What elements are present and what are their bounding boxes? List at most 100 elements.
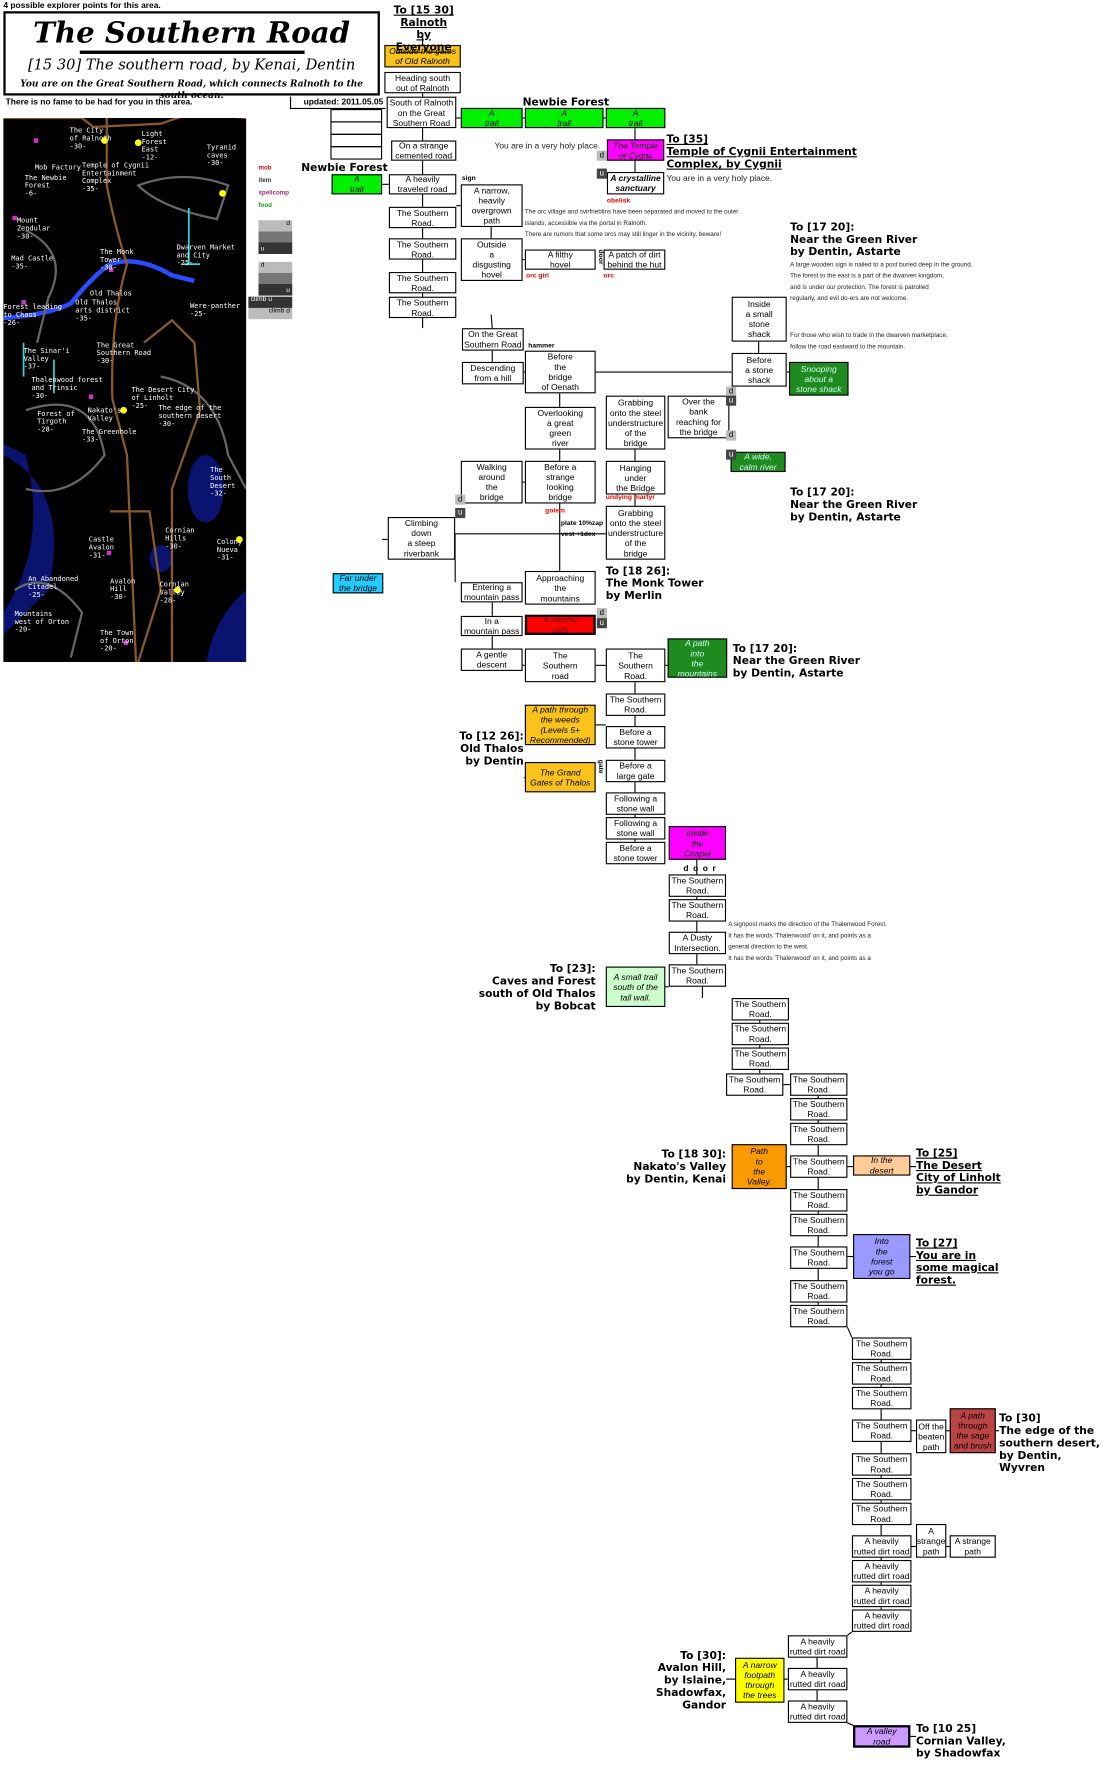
map-room[interactable]: The Southern Road. [851,1362,912,1385]
map-room[interactable]: A heavily rutted dirt road [851,1584,912,1608]
map-label[interactable]: Mad Castle -35- [11,255,54,271]
map-room[interactable]: A strange path [915,1524,947,1558]
map-label[interactable]: Avalon Hill -30- [110,577,136,602]
map-room[interactable]: Following a stone wall [605,792,666,815]
exit-link[interactable]: To [27] You are in some magical forest. [915,1237,999,1287]
map-room[interactable]: A filthy hovel [524,249,596,270]
map-label[interactable]: The Town of Orton -20- [100,629,134,653]
map-label[interactable]: Dwarven Market and City -25- [176,243,236,268]
map-room[interactable]: The Southern Road. [790,1098,848,1121]
map-room[interactable]: The Southern Road. [790,1280,848,1303]
map-label[interactable]: Tyranid caves -30- [206,143,237,168]
map-room[interactable]: The Southern Road. [668,874,727,897]
down-exit-marker[interactable]: d [596,608,607,619]
map-room[interactable]: Walking around the bridge [460,460,523,504]
map-room[interactable]: The Southern Road. [851,1337,912,1360]
down-exit-marker[interactable]: d [726,386,737,397]
map-label[interactable]: Mountains west of Orton -20- [14,610,70,634]
exit-link[interactable]: To [25] The Desert City of Linholt by Ga… [915,1147,1001,1197]
exit-link[interactable]: To [17 20]: Near the Green River by Dent… [790,221,918,259]
map-room[interactable]: Before a large gate [605,759,666,783]
up-exit-marker[interactable]: u [455,508,466,519]
map-room[interactable]: Grabbing onto the steel understructure o… [605,505,666,560]
map-room[interactable]: Descending from a hill [461,361,524,385]
map-label[interactable]: The Great Southern Road -30- [96,341,152,366]
exit-link[interactable]: To [17 20]: Near the Green River by Dent… [790,486,918,524]
map-room[interactable]: The Southern Road. [388,296,457,319]
map-room[interactable]: The Southern Road. [790,1246,848,1269]
map-room[interactable]: A gentle descent [460,648,523,671]
map-room[interactable]: The Southern Road. [851,1419,912,1442]
map-room[interactable]: A valley road [853,1725,911,1748]
map-room[interactable]: The Southern Road. [668,899,727,922]
map-label[interactable]: Forest of Tirgoth -28- [37,410,75,434]
map-label[interactable]: The edge of the southern desert -30- [158,404,222,429]
map-room[interactable]: The Southern Road. [726,1073,784,1096]
map-room[interactable]: A heavily rutted dirt road [787,1700,848,1723]
map-room[interactable]: Hanging under the Bridge [605,460,666,495]
map-label[interactable]: Old Thalos [89,289,132,298]
exit-link[interactable]: To [18 30]: Nakato's Valley by Dentin, K… [626,1148,727,1186]
map-room[interactable]: Climbing down a steep riverbank [387,516,456,560]
up-exit-marker[interactable]: u [596,618,607,629]
map-room[interactable]: Outside a disgusting hovel [460,238,523,281]
map-room[interactable]: A trail [605,107,666,129]
map-label[interactable]: Were-panther -25- [189,302,241,319]
map-room[interactable]: A path into the mountains [667,638,728,678]
map-room[interactable]: The Southern road [524,648,596,683]
map-room[interactable]: Outside the gates of Old Ralnoth [384,44,461,68]
map-room[interactable]: Before a stone tower [605,726,666,749]
map-room[interactable]: Before a stone tower [605,841,666,865]
map-label[interactable]: The Desert City of Linholt -25- [131,386,195,411]
map-room[interactable]: A heavily rutted dirt road [851,1559,912,1583]
map-room[interactable]: The Southern Road. [851,1477,912,1501]
map-room[interactable]: Before a strange looking bridge [524,460,596,504]
exit-link[interactable]: To [30] The edge of the southern desert,… [999,1412,1100,1475]
map-room[interactable]: A trail [524,107,604,129]
map-room[interactable]: The Southern Road. [605,648,666,683]
map-room[interactable]: On the Great Southern Road [461,328,524,351]
map-room[interactable]: Over the bank reaching for the bridge [667,395,730,439]
map-room[interactable]: A path through the sage and brush [949,1408,996,1454]
map-label[interactable]: The South Desert -32- [210,466,236,498]
map-label[interactable]: Thalenwood forest and Trinsic -30- [31,376,103,401]
map-room[interactable]: The Southern Road. [790,1122,848,1146]
map-room[interactable]: A small trail south of the tall wall. [605,966,666,1008]
map-room[interactable]: A patch of dirt behind the hut [603,249,666,270]
map-label[interactable]: Old Thalos arts district -35- [75,298,130,323]
map-label[interactable]: Cornian Valley -28- [159,581,189,605]
map-room[interactable]: Inside a small stone shack [731,296,787,342]
map-room[interactable]: In a mountain pass [460,615,523,637]
map-label[interactable]: The Greenhole -33- [82,428,137,444]
map-room[interactable]: The Southern Road. [388,271,457,294]
map-room[interactable]: The Southern Road. [790,1155,848,1178]
map-room[interactable]: Approaching the mountains [524,570,596,605]
map-label[interactable]: Temple of Cygnii Entertainment Complex -… [82,161,150,194]
map-room[interactable]: Following a stone wall [605,817,666,840]
down-exit-marker[interactable]: d [596,150,607,161]
map-label[interactable]: Cornian Hills -30- [165,527,195,551]
down-exit-marker[interactable]: d [726,430,737,441]
map-room[interactable]: Entering a mountain pass [460,582,523,603]
map-room[interactable]: A trail [460,107,523,129]
map-room[interactable]: The Grand Gates of Thalos [524,762,596,793]
map-room[interactable]: A heavily rutted dirt road [851,1535,912,1558]
map-room[interactable]: Before the bridge of Oenath [524,350,596,394]
exit-link[interactable]: To [10 25] Cornian Valley, by Shadowfax [915,1722,1006,1761]
map-label[interactable]: Forest leading to Chaos -26- [3,303,62,328]
map-room[interactable]: The Southern Road. [790,1213,848,1237]
map-room[interactable]: Off the beaten path [915,1419,947,1454]
up-exit-marker[interactable]: u [596,168,607,179]
exit-link[interactable]: To [12 26]: Old Thalos by Dentin [459,730,524,768]
map-room[interactable]: The Southern Road. [668,964,727,987]
map-room[interactable]: Grabbing onto the steel understructure o… [605,395,666,450]
map-room[interactable]: The Southern Road. [790,1189,848,1212]
map-label[interactable]: The Newbie Forest -6- [24,174,67,198]
map-label[interactable]: The Monk Tower -30- [100,248,134,272]
map-room[interactable]: A narrow path [524,614,596,636]
down-exit-marker[interactable]: d [455,494,466,505]
exit-link[interactable]: To [35] Temple of Cygnii Entertainment C… [666,133,857,171]
map-room[interactable]: Into the forest you go [853,1234,911,1279]
map-label[interactable]: Nakato's Valley [87,406,122,423]
map-label[interactable]: Colony Nueva -31- [216,538,243,562]
